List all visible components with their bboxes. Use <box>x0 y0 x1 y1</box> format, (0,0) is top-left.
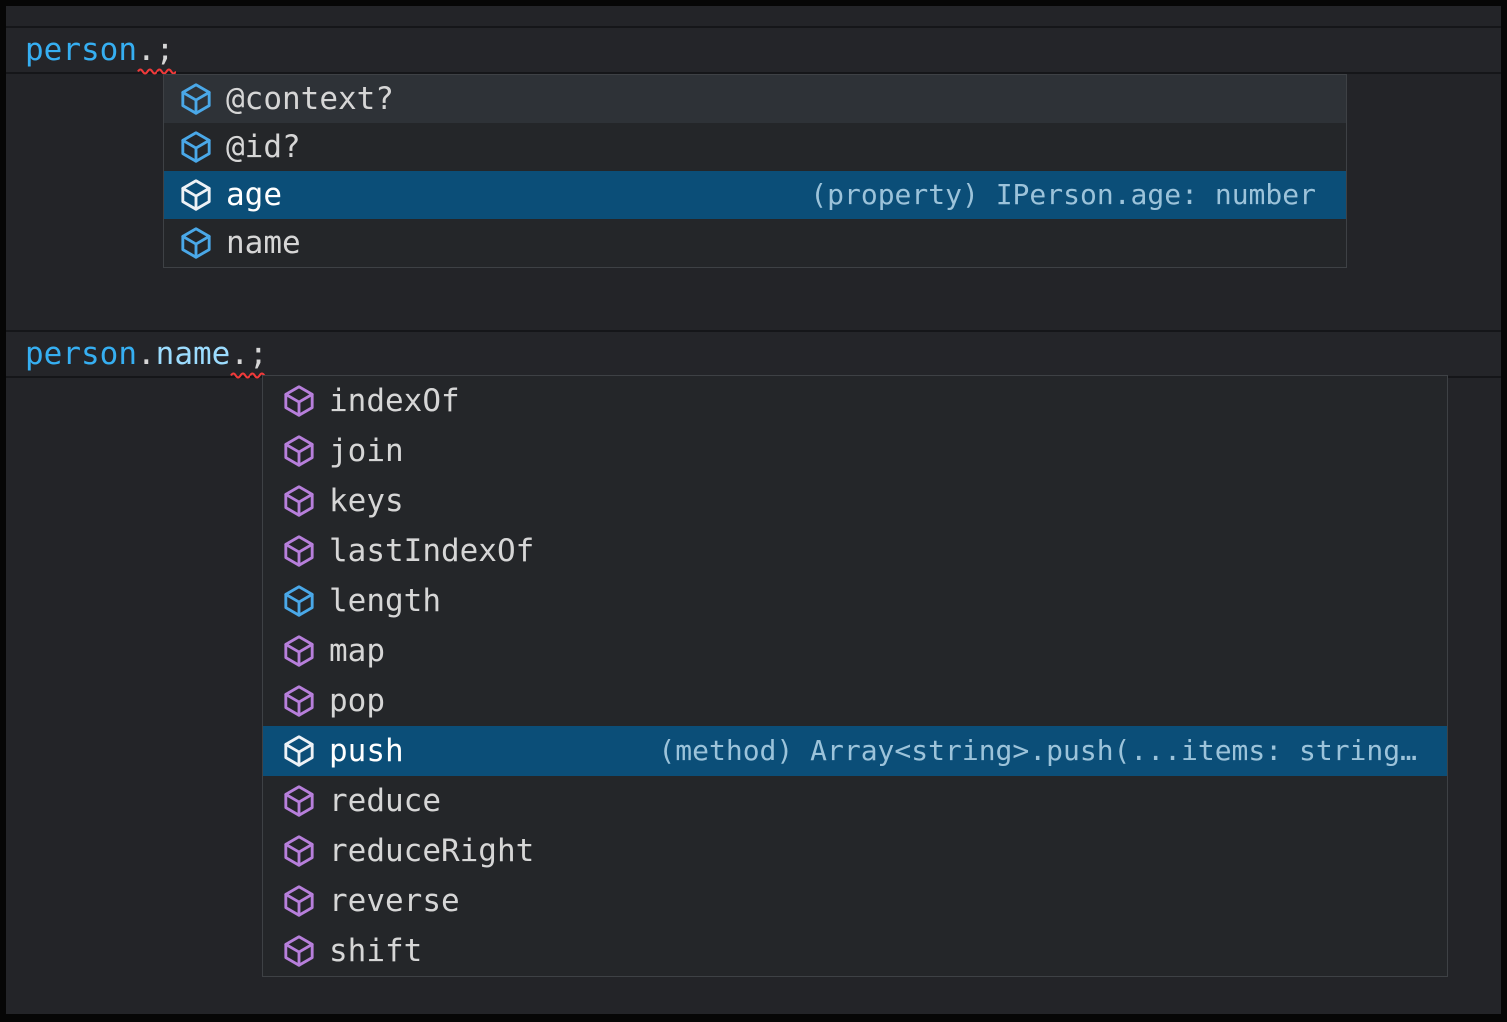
suggest-item-indexof[interactable]: indexOf <box>263 376 1447 426</box>
code-token: . <box>230 338 251 379</box>
symbol-method-icon <box>284 735 314 767</box>
symbol-method-icon <box>284 835 314 867</box>
suggest-widget: indexOf join keys lastIndexOf length map pop pu… <box>262 375 1448 977</box>
symbol-method-icon <box>284 385 314 417</box>
symbol-method-icon <box>284 435 314 467</box>
suggest-item-map[interactable]: map <box>263 626 1447 676</box>
suggest-item-detail: (method) Array<string>.push(...items: st… <box>658 734 1417 767</box>
code-line[interactable]: person.name.; <box>6 330 1501 379</box>
symbol-method-icon <box>284 685 314 717</box>
symbol-method-icon <box>284 885 314 917</box>
symbol-method-icon <box>284 635 314 667</box>
code-token: person <box>25 31 137 68</box>
error-squiggle <box>155 67 176 75</box>
suggest-item-label: reduce <box>329 782 441 819</box>
symbol-field-icon <box>284 585 314 617</box>
suggest-item-label: map <box>329 632 385 669</box>
suggest-item-label: age <box>226 176 282 213</box>
code-token: name <box>155 335 231 372</box>
symbol-method-icon <box>284 485 314 517</box>
symbol-field-icon <box>181 227 211 259</box>
code-editor[interactable]: person.; @context? @id? age (property) IPer… <box>6 6 1501 1014</box>
suggest-item-pop[interactable]: pop <box>263 676 1447 726</box>
suggest-item-detail: (property) IPerson.age: number <box>810 178 1316 211</box>
suggest-item-label: length <box>329 582 441 619</box>
symbol-method-icon <box>284 935 314 967</box>
suggest-item-label: name <box>226 224 301 261</box>
suggest-item-label: @context? <box>226 80 394 117</box>
error-squiggle <box>137 67 157 75</box>
suggest-item-length[interactable]: length <box>263 576 1447 626</box>
symbol-field-icon <box>181 131 211 163</box>
symbol-field-icon <box>181 83 211 115</box>
symbol-method-icon <box>284 785 314 817</box>
code-token: person <box>25 335 137 372</box>
suggest-item-age[interactable]: age (property) IPerson.age: number <box>164 171 1346 219</box>
suggest-item-context[interactable]: @context? <box>164 75 1346 123</box>
suggest-item-label: join <box>329 432 404 469</box>
suggest-item-label: keys <box>329 482 404 519</box>
code-token: ; <box>249 338 269 379</box>
suggest-item-id[interactable]: @id? <box>164 123 1346 171</box>
code-token: . <box>136 335 156 372</box>
suggest-item-reduce[interactable]: reduce <box>263 776 1447 826</box>
suggest-item-label: @id? <box>226 128 301 165</box>
suggest-item-shift[interactable]: shift <box>263 926 1447 976</box>
suggest-item-label: pop <box>329 682 385 719</box>
code-token: ; <box>156 34 176 75</box>
suggest-item-label: shift <box>329 932 423 969</box>
error-squiggle <box>230 371 251 379</box>
suggest-item-reverse[interactable]: reverse <box>263 876 1447 926</box>
suggest-item-label: reduceRight <box>329 832 535 869</box>
symbol-field-icon <box>181 179 211 211</box>
suggest-item-label: reverse <box>329 882 460 919</box>
suggest-item-lastindexof[interactable]: lastIndexOf <box>263 526 1447 576</box>
suggest-item-push[interactable]: push (method) Array<string>.push(...items… <box>263 726 1447 776</box>
suggest-item-keys[interactable]: keys <box>263 476 1447 526</box>
symbol-method-icon <box>284 535 314 567</box>
code-line[interactable]: person.; <box>6 26 1501 75</box>
suggest-item-label: indexOf <box>329 382 460 419</box>
suggest-item-label: lastIndexOf <box>329 532 535 569</box>
suggest-item-name[interactable]: name <box>164 219 1346 267</box>
suggest-item-join[interactable]: join <box>263 426 1447 476</box>
suggest-item-reduceright[interactable]: reduceRight <box>263 826 1447 876</box>
suggest-item-label: push <box>329 732 404 769</box>
code-token: . <box>137 34 157 75</box>
suggest-widget: @context? @id? age (property) IPerson.age: … <box>163 74 1347 268</box>
